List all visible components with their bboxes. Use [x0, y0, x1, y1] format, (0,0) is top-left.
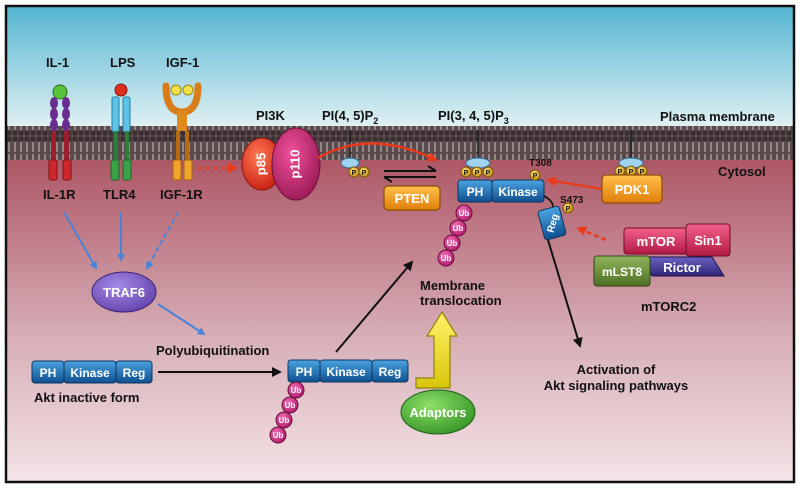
svg-text:Ub: Ub: [273, 431, 284, 440]
igf1-receptor: [162, 82, 202, 181]
svg-text:Ub: Ub: [285, 401, 296, 410]
il1-receptor: [48, 84, 72, 181]
svg-text:P: P: [640, 169, 645, 176]
pi3k-phosphorylation-arrow: [317, 142, 438, 162]
adaptors-node: [400, 389, 476, 435]
cytosol-region: [6, 158, 794, 482]
pdk1-group: P P P: [601, 130, 663, 204]
mlst8-label: mLST8: [602, 265, 642, 279]
svg-text:Ub: Ub: [279, 416, 290, 425]
sin1-label: Sin1: [694, 233, 721, 248]
plasma-membrane-bilayer: [6, 126, 794, 160]
svg-text:Ub: Ub: [447, 239, 458, 248]
pdk1-label: PDK1: [615, 182, 650, 197]
akt-inactive: PH Kinase Reg: [31, 360, 153, 384]
il1-label: IL-1: [46, 55, 69, 70]
igf1-label: IGF-1: [166, 55, 199, 70]
ub-chain-membrane: Ub Ub Ub Ub: [437, 204, 473, 267]
svg-text:P: P: [475, 170, 480, 177]
diagram-frame: [4, 4, 796, 484]
svg-text:P: P: [464, 170, 469, 177]
mtorc2-to-akt-arrow: [576, 226, 607, 242]
pi3k-label: PI3K: [256, 108, 286, 123]
svg-text:Reg: Reg: [123, 366, 146, 380]
translocation-arrow: [335, 260, 414, 353]
p85-label: p85: [253, 153, 268, 175]
t308-label: T308: [529, 158, 552, 169]
svg-text:P: P: [362, 170, 367, 177]
il1r-to-traf6-arrow: [63, 211, 97, 270]
pip3-label: PI(3, 4, 5)P3: [438, 108, 509, 126]
rictor-label: Rictor: [663, 260, 701, 275]
akt-active-membrane: PH Kinase Reg P P: [457, 169, 574, 241]
activation-label-line1: Activation of: [577, 362, 656, 377]
svg-text:PH: PH: [40, 366, 57, 380]
pten-label: PTEN: [395, 191, 430, 206]
svg-text:Ub: Ub: [291, 386, 302, 395]
svg-text:P: P: [486, 170, 491, 177]
svg-text:P: P: [352, 170, 357, 177]
pip3-lipid: P P P: [460, 130, 494, 178]
svg-text:Ub: Ub: [459, 209, 470, 218]
cytosol-label: Cytosol: [718, 164, 766, 179]
mtor-label: mTOR: [637, 234, 676, 249]
svg-text:Ub: Ub: [453, 224, 464, 233]
p110-subunit: [271, 127, 321, 201]
lps-ligand-icon: [114, 83, 128, 97]
pten-box: [383, 185, 441, 211]
adaptor-yellow-arrow: [415, 310, 459, 389]
svg-text:Kinase: Kinase: [70, 366, 110, 380]
svg-text:Kinase: Kinase: [326, 365, 366, 379]
igf1-ligand-icon: [170, 84, 182, 96]
pdk1-to-akt-arrow: [546, 176, 603, 191]
igf1r-label: IGF-1R: [160, 187, 203, 202]
pip2-label: PI(4, 5)P2: [322, 108, 378, 126]
svg-text:P: P: [533, 173, 538, 180]
il1-ligand-icon: [52, 84, 68, 100]
mtorc2-complex: [593, 223, 731, 287]
svg-text:Reg: Reg: [379, 365, 402, 379]
activation-arrow: [547, 239, 583, 348]
pip2-lipid: P P: [340, 130, 370, 178]
traf6-node: [91, 271, 157, 313]
svg-text:P: P: [618, 169, 623, 176]
extracellular-region: [6, 6, 794, 126]
svg-text:PH: PH: [467, 185, 484, 199]
traf6-to-polyub-arrow: [157, 303, 206, 336]
svg-text:PH: PH: [296, 365, 313, 379]
s473-label: S473: [560, 195, 584, 206]
svg-text:Ub: Ub: [441, 254, 452, 263]
membrane-translocation-line1: Membrane: [420, 278, 485, 293]
svg-text:Kinase: Kinase: [498, 185, 538, 199]
lps-label: LPS: [110, 55, 136, 70]
svg-text:P: P: [629, 169, 634, 176]
tlr4-receptor: [110, 83, 132, 181]
mtorc2-label: mTORC2: [641, 299, 696, 314]
adaptors-label: Adaptors: [409, 405, 466, 420]
igf1r-to-traf6-arrow: [146, 211, 179, 270]
plasma-membrane-label: Plasma membrane: [660, 109, 775, 124]
p110-label: p110: [287, 150, 302, 179]
tlr4-label: TLR4: [103, 187, 136, 202]
polyubiquitination-label: Polyubiquitination: [156, 343, 269, 358]
akt-inactive-label: Akt inactive form: [34, 390, 139, 405]
svg-text:Reg: Reg: [546, 213, 562, 234]
svg-text:P: P: [566, 206, 571, 213]
akt-ubiquitinated: PH Kinase Reg Ub Ub Ub Ub: [269, 359, 409, 444]
traf6-label: TRAF6: [103, 285, 145, 300]
activation-label-line2: Akt signaling pathways: [544, 378, 688, 393]
il1r-label: IL-1R: [43, 187, 76, 202]
pten-equilibrium-arrows: [383, 165, 437, 183]
membrane-translocation-line2: translocation: [420, 293, 502, 308]
